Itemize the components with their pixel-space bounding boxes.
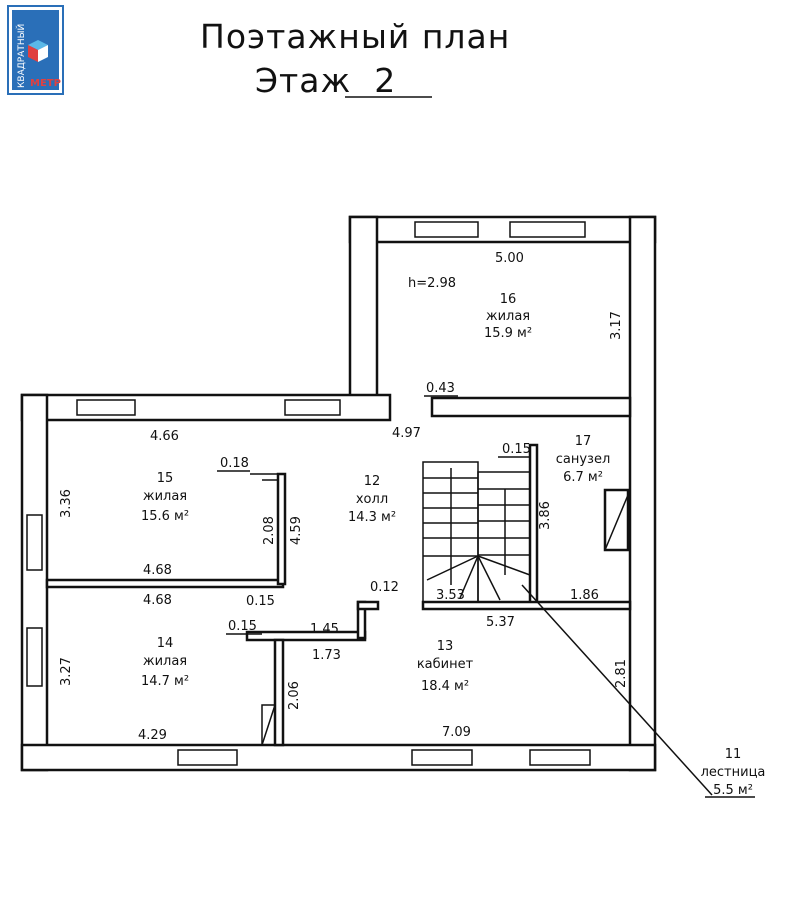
room-12-name: холл — [356, 492, 388, 507]
dim: 4.68 — [143, 593, 172, 608]
dim: 1.86 — [570, 588, 599, 603]
ceiling-height: h=2.98 — [408, 276, 456, 291]
staircase[interactable] — [422, 461, 713, 796]
dim: 4.97 — [392, 426, 421, 441]
room-14-num: 14 — [157, 636, 174, 651]
room-13-area: 18.4 м² — [421, 679, 469, 694]
dim: 4.66 — [150, 429, 179, 444]
dim: 4.68 — [143, 563, 172, 578]
dim: 3.86 — [538, 501, 553, 530]
room-17-num: 17 — [575, 434, 592, 449]
room-12-area: 14.3 м² — [348, 510, 396, 525]
dim: 5.37 — [486, 615, 515, 630]
room-11-num: 11 — [725, 747, 742, 762]
dim: 3.17 — [609, 311, 624, 340]
dim: 2.06 — [287, 681, 302, 710]
dim: 2.08 — [262, 516, 277, 545]
room-14-area: 14.7 м² — [141, 674, 189, 689]
dimensions: 5.00 3.17 0.43 4.66 4.97 0.15 0.18 3.36 … — [59, 251, 629, 743]
dim: 4.29 — [138, 728, 167, 743]
logo-text-bottom: МЕТР — [30, 78, 61, 89]
room-15-name: жилая — [143, 489, 187, 504]
room-15-area: 15.6 м² — [141, 509, 189, 524]
floor-label: Этаж 2 — [255, 61, 396, 100]
dim: 0.15 — [246, 594, 275, 609]
room-labels: 16 жилая 15.9 м² 17 санузел 6.7 м² 15 жи… — [141, 276, 765, 798]
dim: 1.45 — [310, 622, 339, 637]
dim: 0.15 — [502, 442, 531, 457]
room-17-area: 6.7 м² — [563, 470, 603, 485]
plan-title: Поэтажный план — [200, 17, 510, 56]
dim: 2.81 — [614, 659, 629, 688]
dim: 5.00 — [495, 251, 524, 266]
room-13-num: 13 — [437, 639, 454, 654]
outer-walls — [20, 215, 657, 772]
room-12-num: 12 — [364, 474, 381, 489]
dim: 0.15 — [228, 619, 257, 634]
logo: КВАДРАТНЫЙ МЕТР — [7, 5, 64, 95]
dim: 3.27 — [59, 657, 74, 686]
room-13-name: кабинет — [417, 657, 474, 672]
dim: 0.12 — [370, 580, 399, 595]
dim: 3.53 — [436, 588, 465, 603]
dim: 3.36 — [59, 489, 74, 518]
inner-walls — [45, 396, 632, 747]
room-16-num: 16 — [500, 292, 517, 307]
dim: 4.59 — [289, 516, 304, 545]
dim: 7.09 — [442, 725, 471, 740]
room-11-name: лестница — [701, 765, 766, 780]
room-16-area: 15.9 м² — [484, 326, 532, 341]
room-16-name: жилая — [486, 309, 530, 324]
room-17-name: санузел — [556, 452, 611, 467]
dim: 1.73 — [312, 648, 341, 663]
dim: 0.18 — [220, 456, 249, 471]
room-14-name: жилая — [143, 654, 187, 669]
room-11-area: 5.5 м² — [713, 783, 753, 798]
room-15-num: 15 — [157, 471, 174, 486]
logo-text: КВАДРАТНЫЙ — [15, 24, 27, 88]
dim: 0.43 — [426, 381, 455, 396]
